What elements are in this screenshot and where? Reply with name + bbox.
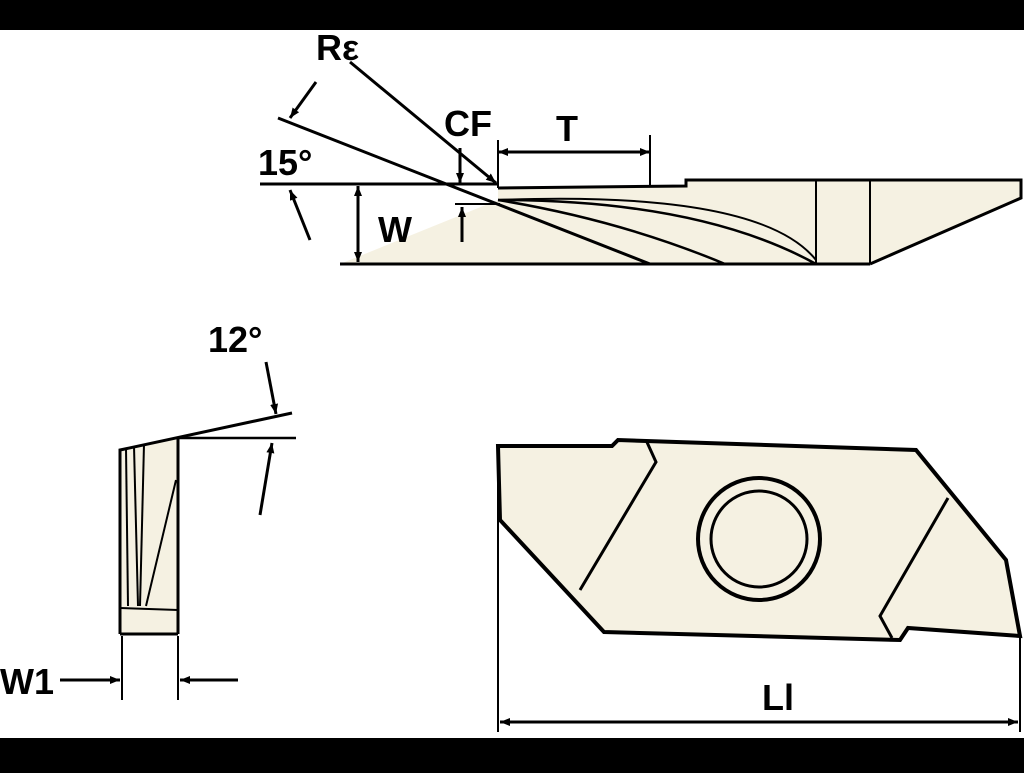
angle-line-15	[277, 116, 651, 266]
bottom-black-band	[0, 738, 1024, 768]
angle-12-lower-arrow	[258, 442, 275, 516]
top-profile-view	[260, 116, 1023, 266]
angle-12-upper-arrow	[264, 361, 279, 415]
label-angle-15: 15°	[258, 142, 312, 183]
label-angle-12: 12°	[208, 319, 262, 360]
label-chamfer: CF	[444, 103, 492, 144]
label-width: W	[378, 209, 412, 250]
label-tool-width: T	[556, 108, 578, 149]
side-profile-view	[118, 411, 296, 700]
angle-15-arrow	[288, 189, 312, 241]
corner-radius-arrow	[288, 81, 318, 119]
center-hole-inner	[709, 489, 809, 589]
label-length: Ll	[762, 677, 794, 718]
corner-radius-leader	[349, 60, 497, 185]
insert-top-outline	[497, 178, 1023, 266]
plan-view	[495, 437, 1023, 732]
label-corner-radius: Rε	[316, 27, 359, 68]
top-black-band	[0, 0, 1024, 30]
label-width-w1: W1	[0, 661, 54, 702]
side-top-outline	[118, 411, 293, 634]
